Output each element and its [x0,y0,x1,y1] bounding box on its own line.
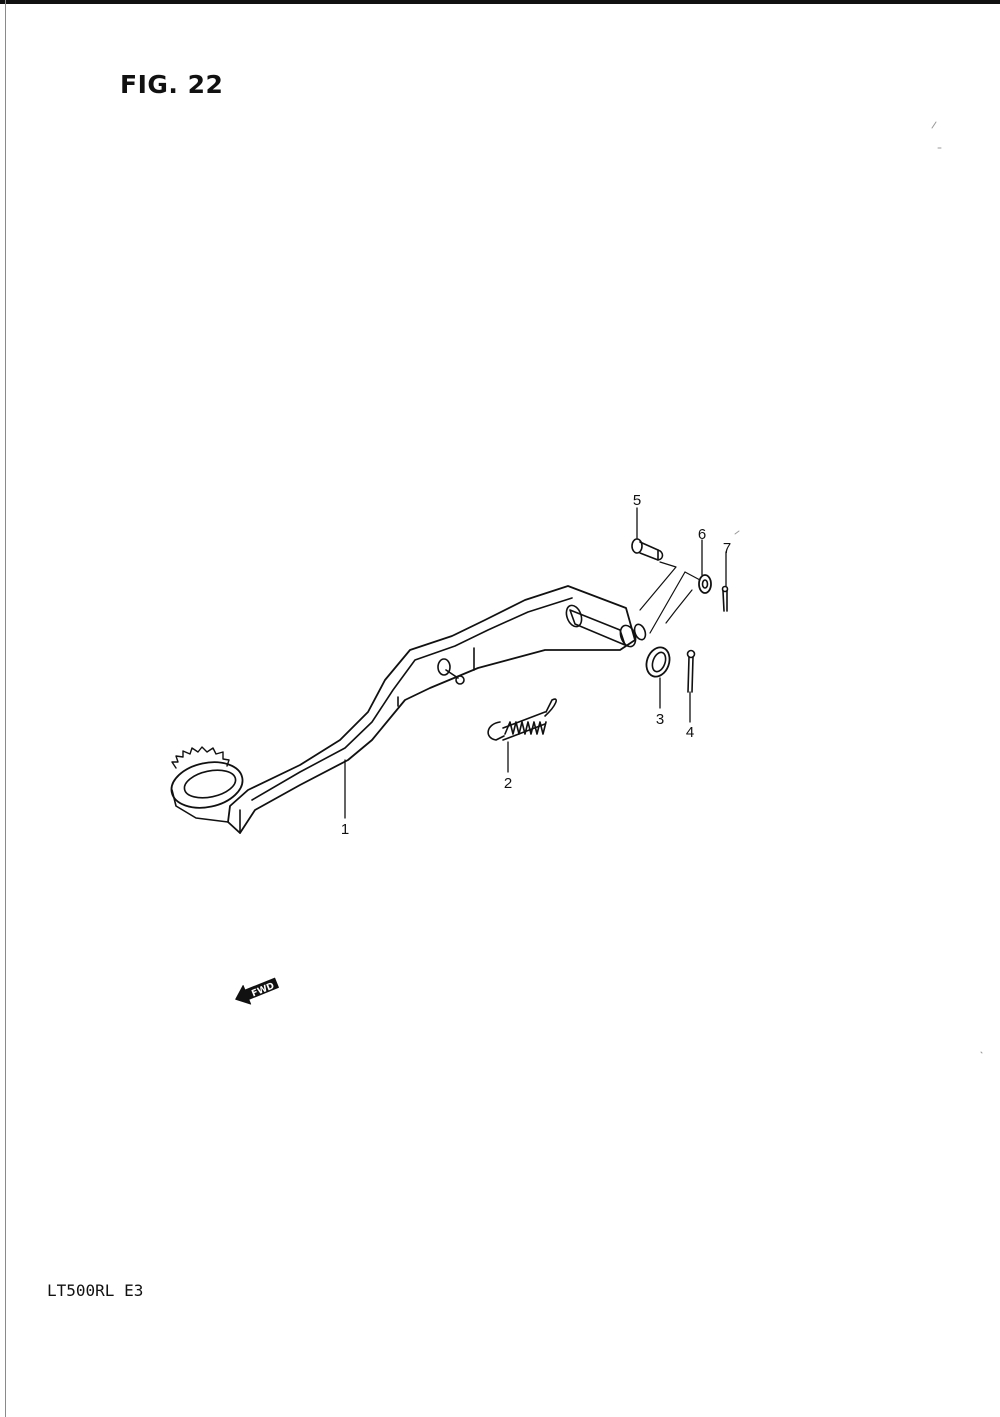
return-spring [487,698,557,741]
figure-title: FIG. 22 [120,70,224,99]
model-code: LT500RL E3 [47,1281,144,1300]
pin-bolt [631,538,664,561]
brake-pedal [170,585,647,834]
assembly-lines [639,561,701,634]
left-border [5,0,6,1417]
cotter-pin [686,649,696,693]
cotter-pin-small [721,585,729,612]
callout-4: 4 [686,724,694,741]
callout-5: 5 [633,492,641,509]
callout-6: 6 [698,526,706,543]
washer-small [698,574,712,594]
fwd-label: FWD [250,981,276,999]
callout-7: 7 [723,540,731,557]
callout-1: 1 [341,821,349,838]
callout-3: 3 [656,711,664,728]
washer [645,646,671,678]
top-border [0,0,1000,4]
forward-arrow-icon: FWD [235,977,279,1005]
scan-specks [734,121,983,1054]
leader-lines [344,507,727,819]
callout-2: 2 [504,775,512,792]
